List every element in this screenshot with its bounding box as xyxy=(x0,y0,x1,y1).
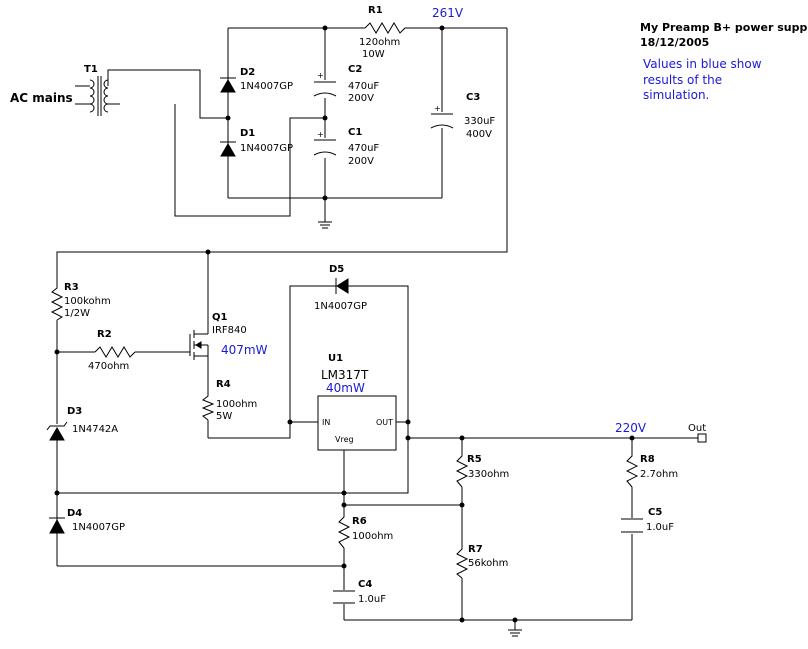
r7-value: 56kohm xyxy=(468,558,508,569)
junctions xyxy=(54,25,635,623)
regulator-u1 xyxy=(317,395,397,451)
r8-ref: R8 xyxy=(640,454,655,465)
d3-ref: D3 xyxy=(67,406,82,417)
ground-icon-output xyxy=(508,629,522,637)
transformer-t1 xyxy=(89,76,109,116)
out-terminal xyxy=(697,433,707,443)
d5-value: 1N4007GP xyxy=(314,301,367,312)
c2-value: 470uF xyxy=(348,81,379,92)
zener-diode-d3 xyxy=(46,421,68,441)
d3-value: 1N4742A xyxy=(72,424,118,435)
r8-value: 2.7ohm xyxy=(640,469,678,480)
title-line2: 18/12/2005 xyxy=(640,36,709,49)
r4-value: 100ohm xyxy=(216,399,257,410)
c3-value: 330uF xyxy=(464,116,495,127)
capacitor-c3: + xyxy=(430,104,454,129)
ac-mains-label: AC mains xyxy=(10,91,73,105)
r5-ref: R5 xyxy=(467,454,482,465)
capacitor-c1: + xyxy=(313,130,337,156)
c3-ref: C3 xyxy=(466,92,480,103)
capacitor-c5 xyxy=(621,518,643,533)
c4-ref: C4 xyxy=(358,579,372,590)
d2-ref: D2 xyxy=(240,67,255,78)
sim-p-q1: 407mW xyxy=(221,343,268,357)
r2-ref: R2 xyxy=(97,329,112,340)
c1-value: 470uF xyxy=(348,143,379,154)
resistor-r2 xyxy=(94,346,136,358)
d1-ref: D1 xyxy=(240,128,255,139)
sim-v-out: 220V xyxy=(615,421,647,435)
svg-text:+: + xyxy=(317,71,324,80)
wires xyxy=(56,27,698,630)
resistor-r1 xyxy=(364,22,410,34)
r3-rating: 1/2W xyxy=(64,308,90,319)
diode-d5 xyxy=(335,278,355,294)
ground-icon-rectifier xyxy=(318,221,332,229)
diode-d1 xyxy=(220,140,236,160)
resistor-r8 xyxy=(625,453,639,488)
u1-pin-adj: Vreg xyxy=(335,435,354,444)
r1-rating: 10W xyxy=(362,49,385,60)
resistor-r4 xyxy=(201,393,215,421)
c3-rating: 400V xyxy=(466,129,492,140)
d5-ref: D5 xyxy=(329,264,344,275)
c5-value: 1.0uF xyxy=(646,522,674,533)
svg-text:+: + xyxy=(434,104,441,113)
r6-value: 100ohm xyxy=(352,531,393,542)
r1-value: 120ohm xyxy=(359,37,400,48)
u1-ref: U1 xyxy=(328,353,343,364)
r3-value: 100kohm xyxy=(64,296,111,307)
u1-pin-in: IN xyxy=(322,418,330,427)
diode-d2 xyxy=(220,76,236,96)
r3-ref: R3 xyxy=(64,282,79,293)
sim-v-c3: 261V xyxy=(432,6,464,20)
d4-value: 1N4007GP xyxy=(72,522,125,533)
d1-value: 1N4007GP xyxy=(240,143,293,154)
r1-ref: R1 xyxy=(368,5,383,16)
capacitor-c4 xyxy=(333,590,355,604)
sim-p-u1: 40mW xyxy=(326,381,365,395)
out-label: Out xyxy=(688,423,706,434)
resistor-r5 xyxy=(455,453,469,488)
c1-ref: C1 xyxy=(348,127,362,138)
resistor-r7 xyxy=(455,545,469,579)
title-line1: My Preamp B+ power supply xyxy=(640,21,808,34)
c4-value: 1.0uF xyxy=(358,594,386,605)
c2-ref: C2 xyxy=(348,64,362,75)
c1-rating: 200V xyxy=(348,156,374,167)
t1-ref: T1 xyxy=(84,64,98,75)
note-line1: Values in blue show xyxy=(643,57,762,71)
d4-ref: D4 xyxy=(67,508,82,519)
mosfet-q1 xyxy=(180,330,209,360)
u1-pin-out: OUT xyxy=(376,418,393,427)
resistor-r3 xyxy=(50,285,64,321)
r5-value: 330ohm xyxy=(468,469,509,480)
r7-ref: R7 xyxy=(468,544,483,555)
d2-value: 1N4007GP xyxy=(240,81,293,92)
q1-ref: Q1 xyxy=(212,312,228,323)
r6-ref: R6 xyxy=(352,516,367,527)
r4-rating: 5W xyxy=(216,411,232,422)
note-line3: simulation. xyxy=(643,88,709,102)
c5-ref: C5 xyxy=(648,507,662,518)
svg-text:+: + xyxy=(317,130,324,139)
diode-d4 xyxy=(49,513,65,534)
resistor-r6 xyxy=(337,513,351,549)
c2-rating: 200V xyxy=(348,93,374,104)
note-line2: results of the xyxy=(643,73,722,87)
r4-ref: R4 xyxy=(216,379,231,390)
capacitor-c2: + xyxy=(313,71,337,97)
q1-value: IRF840 xyxy=(212,325,247,336)
u1-value: LM317T xyxy=(321,368,369,382)
r2-value: 470ohm xyxy=(88,361,129,372)
